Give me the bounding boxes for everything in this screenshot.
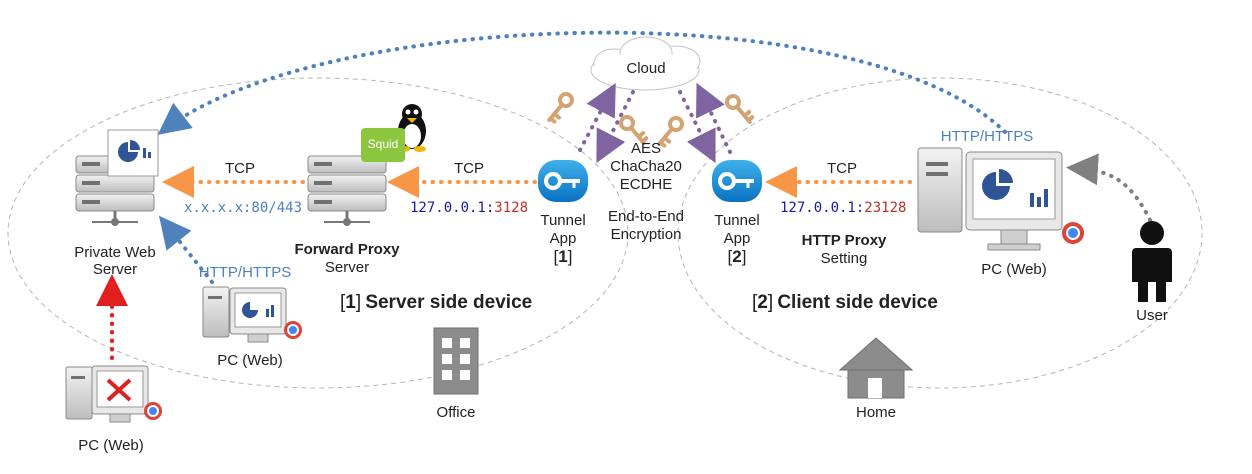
tcp-label-tunnel-proxy: TCP bbox=[454, 160, 484, 177]
tunnel-app-1-icon bbox=[538, 160, 588, 202]
office-label: Office bbox=[436, 404, 476, 421]
home-icon bbox=[838, 337, 914, 399]
squid-badge bbox=[361, 128, 405, 162]
server-side-num: 1 bbox=[345, 292, 356, 313]
forward-proxy-label-2: Server bbox=[324, 259, 370, 276]
client-pc-icon bbox=[917, 147, 1084, 251]
http-proxy-setting-label-2: Setting bbox=[820, 250, 868, 267]
key-icon bbox=[547, 92, 755, 148]
user-icon bbox=[1132, 221, 1172, 302]
tunnel-app-1-label-1: Tunnel bbox=[540, 212, 586, 229]
encrypt-flow-4 bbox=[696, 82, 732, 154]
server-side-bracket-close: ] bbox=[355, 292, 362, 313]
tunnel-app-1-num: 1 bbox=[558, 247, 568, 266]
tunnel-app-2-icon bbox=[712, 160, 762, 202]
client-pc-label: PC (Web) bbox=[981, 261, 1047, 278]
tunnel-app-2-number: [2] bbox=[707, 247, 767, 267]
tunnel-app-2-bracket-open: [ bbox=[727, 247, 733, 266]
client-pc-protocol: HTTP/HTTPS bbox=[940, 128, 1034, 145]
tunnel-app-2-num: 2 bbox=[732, 247, 742, 266]
http-flow-arc bbox=[157, 30, 1007, 135]
user-flow bbox=[1066, 153, 1152, 222]
tcp-label-proxy-server: TCP bbox=[225, 160, 255, 177]
tunnel-app-1-number: [1] bbox=[533, 247, 593, 267]
server-loopback: 127.0.0.1:3128 bbox=[410, 200, 528, 216]
client-side-num: 2 bbox=[757, 292, 768, 313]
forward-proxy-label-1: Forward Proxy bbox=[294, 241, 400, 258]
tunnel-app-1-bracket-open: [ bbox=[553, 247, 559, 266]
cloud-label: Cloud bbox=[626, 60, 666, 77]
server-address: x.x.x.x:80/443 bbox=[184, 200, 303, 216]
encrypt-flow-1 bbox=[578, 82, 616, 152]
internal-pc-icon bbox=[202, 286, 302, 343]
tunnel-app-2-label-1: Tunnel bbox=[714, 212, 760, 229]
e2e-line2: Encryption bbox=[610, 226, 682, 243]
server-loopback-port: 3128 bbox=[494, 200, 529, 216]
external-pc-icon bbox=[65, 365, 162, 423]
http-proxy-setting-label-1: HTTP Proxy bbox=[801, 232, 887, 249]
cloud-icon bbox=[590, 36, 701, 91]
internal-pc-protocol: HTTP/HTTPS bbox=[198, 264, 292, 281]
cipher-chacha20: ChaCha20 bbox=[610, 158, 682, 175]
encrypt-flow-3 bbox=[678, 90, 716, 164]
private-web-server-label-2: Server bbox=[92, 261, 138, 278]
client-loopback-port: 23128 bbox=[864, 200, 907, 216]
client-side-title: [2] Client side device bbox=[752, 292, 938, 314]
squid-badge-label: Squid bbox=[367, 137, 399, 151]
cipher-ecdhe: ECDHE bbox=[619, 176, 673, 193]
tunnel-app-1-label-2: App bbox=[549, 230, 577, 247]
encrypt-flow-2 bbox=[596, 90, 635, 164]
tunnel-app-2-label-2: App bbox=[723, 230, 751, 247]
server-side-zone bbox=[7, 77, 629, 389]
server-side-title: [1] Server side device bbox=[340, 292, 532, 314]
tunnel-app-1-bracket-close: ] bbox=[567, 247, 573, 266]
office-building-icon bbox=[433, 327, 479, 395]
user-label: User bbox=[1136, 307, 1168, 324]
client-side-bracket-close: ] bbox=[767, 292, 774, 313]
tcp-label-client: TCP bbox=[827, 160, 857, 177]
client-side-bracket-open: [ bbox=[752, 292, 758, 313]
client-side-zone bbox=[677, 77, 1203, 389]
client-loopback-ip: 127.0.0.1: bbox=[780, 200, 865, 216]
server-side-bracket-open: [ bbox=[340, 292, 346, 313]
external-pc-label: PC (Web) bbox=[78, 437, 144, 454]
client-side-title-text: Client side device bbox=[777, 292, 938, 313]
client-loopback: 127.0.0.1:23128 bbox=[780, 200, 906, 216]
tunnel-app-2-bracket-close: ] bbox=[741, 247, 747, 266]
private-web-server-label-1: Private Web bbox=[74, 244, 156, 261]
forward-proxy-server-icon bbox=[307, 155, 387, 226]
e2e-line1: End-to-End bbox=[608, 208, 684, 225]
private-web-server-icon bbox=[75, 129, 159, 226]
internal-pc-label: PC (Web) bbox=[217, 352, 283, 369]
server-side-title-text: Server side device bbox=[365, 292, 533, 313]
cipher-aes: AES bbox=[630, 140, 661, 157]
server-loopback-ip: 127.0.0.1: bbox=[410, 200, 495, 216]
home-label: Home bbox=[855, 404, 896, 421]
